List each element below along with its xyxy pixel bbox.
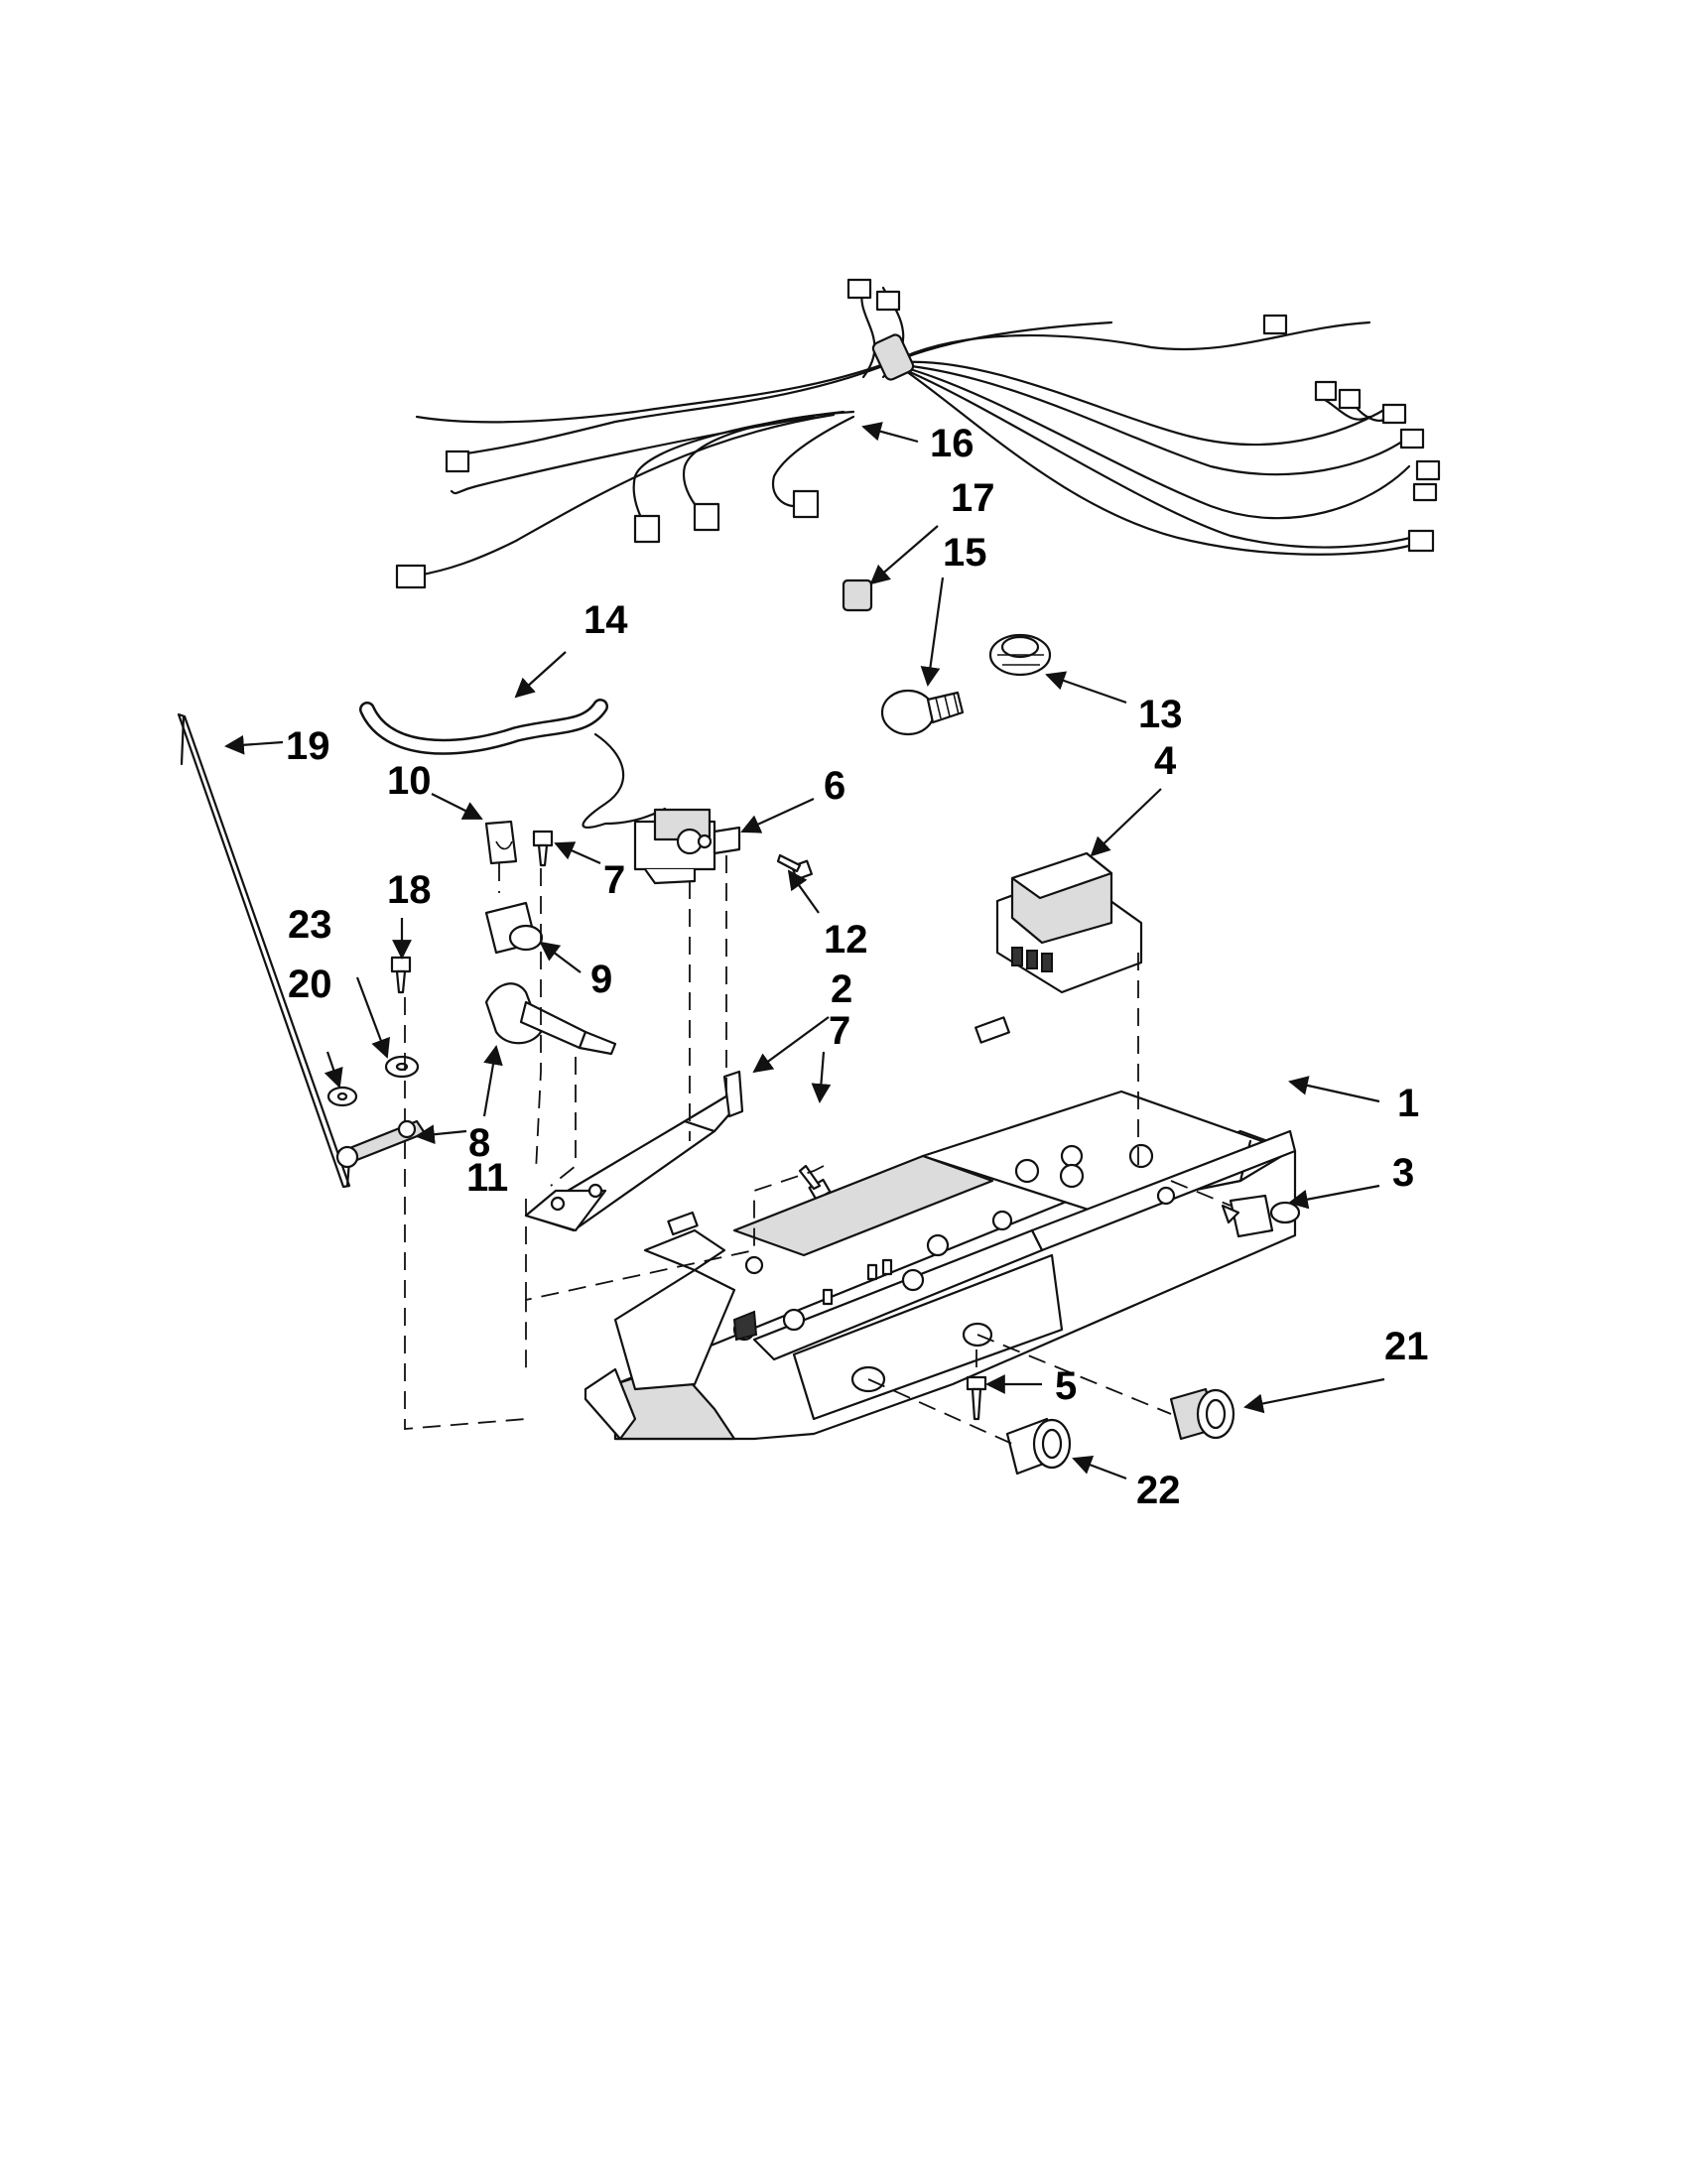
screw-lower	[798, 1164, 832, 1202]
lever-11	[335, 1119, 427, 1169]
control-thermostat	[633, 808, 741, 885]
callout-17: 17	[951, 476, 995, 520]
callout-13: 13	[1138, 693, 1183, 736]
screw-upper	[532, 830, 554, 867]
light-bulb	[880, 689, 965, 736]
callout-18: 18	[387, 868, 432, 912]
wire-clip	[842, 578, 873, 612]
callout-1: 1	[1397, 1082, 1419, 1125]
callout-23: 23	[288, 903, 332, 947]
capillary-tube	[359, 699, 667, 829]
callout-16: 16	[930, 422, 974, 465]
shaft-8	[484, 982, 617, 1056]
callout-22: 22	[1136, 1469, 1181, 1512]
lamp-socket	[988, 633, 1052, 677]
callout-labels: 1 2 3 4 5 6 7 7 8 9 10 11 12 13 14 15 16…	[286, 422, 1429, 1512]
callout-21: 21	[1384, 1325, 1429, 1368]
callout-19: 19	[286, 724, 330, 768]
screw-18	[390, 956, 412, 994]
callout-4: 4	[1154, 739, 1177, 783]
bushing-21	[1169, 1387, 1235, 1441]
callout-11: 11	[466, 1156, 508, 1200]
screw-5	[966, 1375, 987, 1421]
callout-8: 8	[468, 1121, 490, 1165]
callout-10: 10	[387, 759, 432, 803]
callout-6: 6	[824, 764, 845, 808]
bushing-22	[1005, 1417, 1072, 1476]
screw-12	[776, 853, 814, 881]
leader-lines	[224, 422, 1385, 1480]
control-housing	[584, 1016, 1297, 1441]
callout-3: 3	[1392, 1151, 1414, 1195]
washer-20	[326, 1086, 358, 1107]
callout-12: 12	[824, 918, 868, 962]
callout-14: 14	[584, 598, 628, 642]
linkage-rod	[177, 712, 351, 1189]
bracket-9	[484, 901, 544, 955]
callout-5: 5	[1055, 1364, 1077, 1408]
relay-module	[995, 851, 1143, 994]
callout-20: 20	[288, 963, 332, 1006]
callout-7-lower: 7	[829, 1009, 850, 1053]
callout-2: 2	[831, 967, 852, 1011]
wiring-harness	[395, 278, 1441, 589]
callout-7-upper: 7	[603, 858, 625, 902]
spring-clip	[484, 820, 518, 865]
washer-23	[384, 1055, 420, 1079]
callout-9: 9	[590, 958, 612, 1001]
mounting-bracket-2	[524, 1070, 744, 1232]
assembly-lines	[404, 855, 1232, 1445]
callout-15: 15	[943, 531, 987, 575]
